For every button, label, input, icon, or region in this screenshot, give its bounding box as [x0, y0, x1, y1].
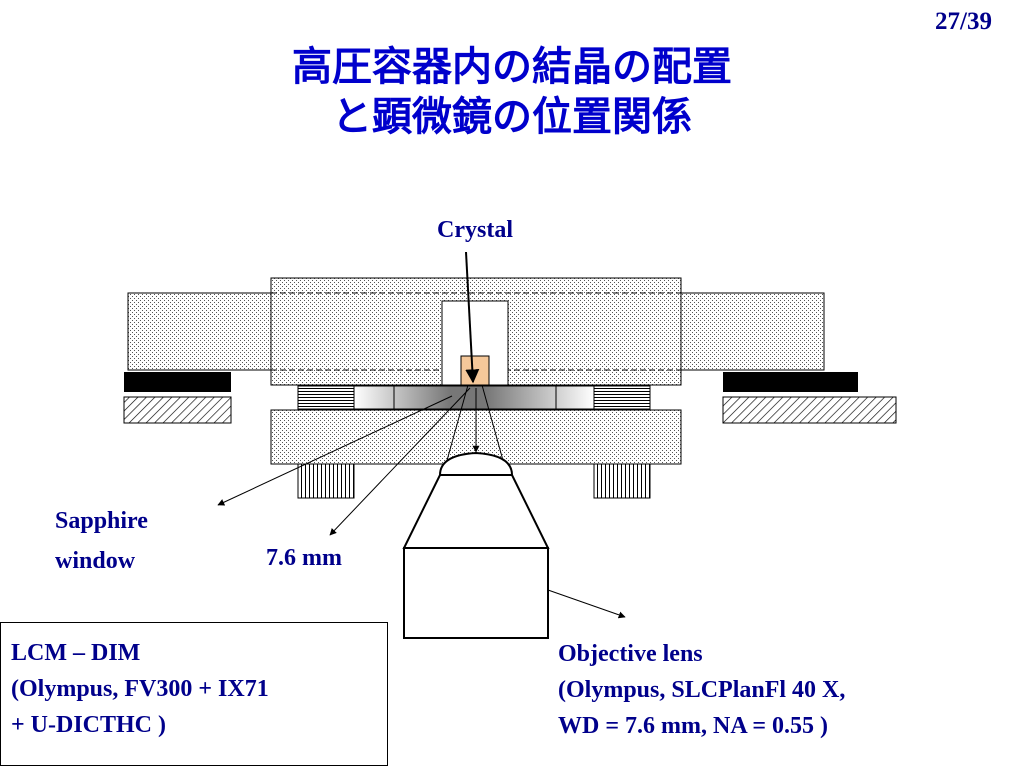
- objective-line-2: (Olympus, SLCPlanFl 40 X,: [558, 677, 846, 703]
- left-hatched-plate: [123, 396, 232, 424]
- objective-body-taper: [402, 474, 550, 549]
- left-outer-block: [127, 292, 272, 371]
- objective-line-1: Objective lens: [558, 641, 703, 667]
- title-line-2: と顕微鏡の位置関係: [332, 94, 692, 140]
- crystal: [460, 355, 490, 386]
- crystal-label: Crystal: [437, 217, 513, 243]
- objective-line-3: WD = 7.6 mm, NA = 0.55 ): [558, 713, 828, 739]
- sapphire-window-label-1: Sapphire: [55, 508, 148, 534]
- sapphire-arrow: [217, 395, 453, 506]
- title-line-1: 高圧容器内の結晶の配置: [292, 44, 732, 90]
- slide-title: 高圧容器内の結晶の配置 と顕微鏡の位置関係: [0, 42, 1024, 142]
- page-number: 27/39: [935, 8, 992, 35]
- objective-lens-arrow: [547, 589, 626, 619]
- distance-label: 7.6 mm: [266, 545, 342, 571]
- light-cone-left: [445, 384, 469, 465]
- left-clamp: [124, 372, 231, 392]
- left-seal: [297, 385, 355, 410]
- lcm-line-1: LCM – DIM: [11, 640, 141, 666]
- crystal-arrow: [465, 251, 480, 384]
- right-outer-block: [680, 292, 825, 371]
- right-clamp: [723, 372, 858, 392]
- right-bolt: [593, 463, 651, 499]
- objective-front-lens: [438, 451, 514, 476]
- right-hatched-plate: [722, 396, 897, 424]
- objective-lens-label: Objective lens (Olympus, SLCPlanFl 40 X,…: [558, 636, 845, 744]
- lcm-line-3: + U-DICTHC ): [11, 712, 167, 738]
- sapphire-window-label-2: window: [55, 548, 136, 574]
- distance-arrow: [329, 387, 471, 536]
- light-cone-right: [481, 384, 505, 465]
- right-seal: [593, 385, 651, 410]
- lcm-line-2: (Olympus, FV300 + IX71: [11, 676, 269, 702]
- objective-barrel: [403, 547, 549, 639]
- sapphire-window: [353, 385, 595, 410]
- lcm-dim-box: LCM – DIM (Olympus, FV300 + IX71 + U-DIC…: [0, 622, 388, 766]
- left-bolt: [297, 463, 355, 499]
